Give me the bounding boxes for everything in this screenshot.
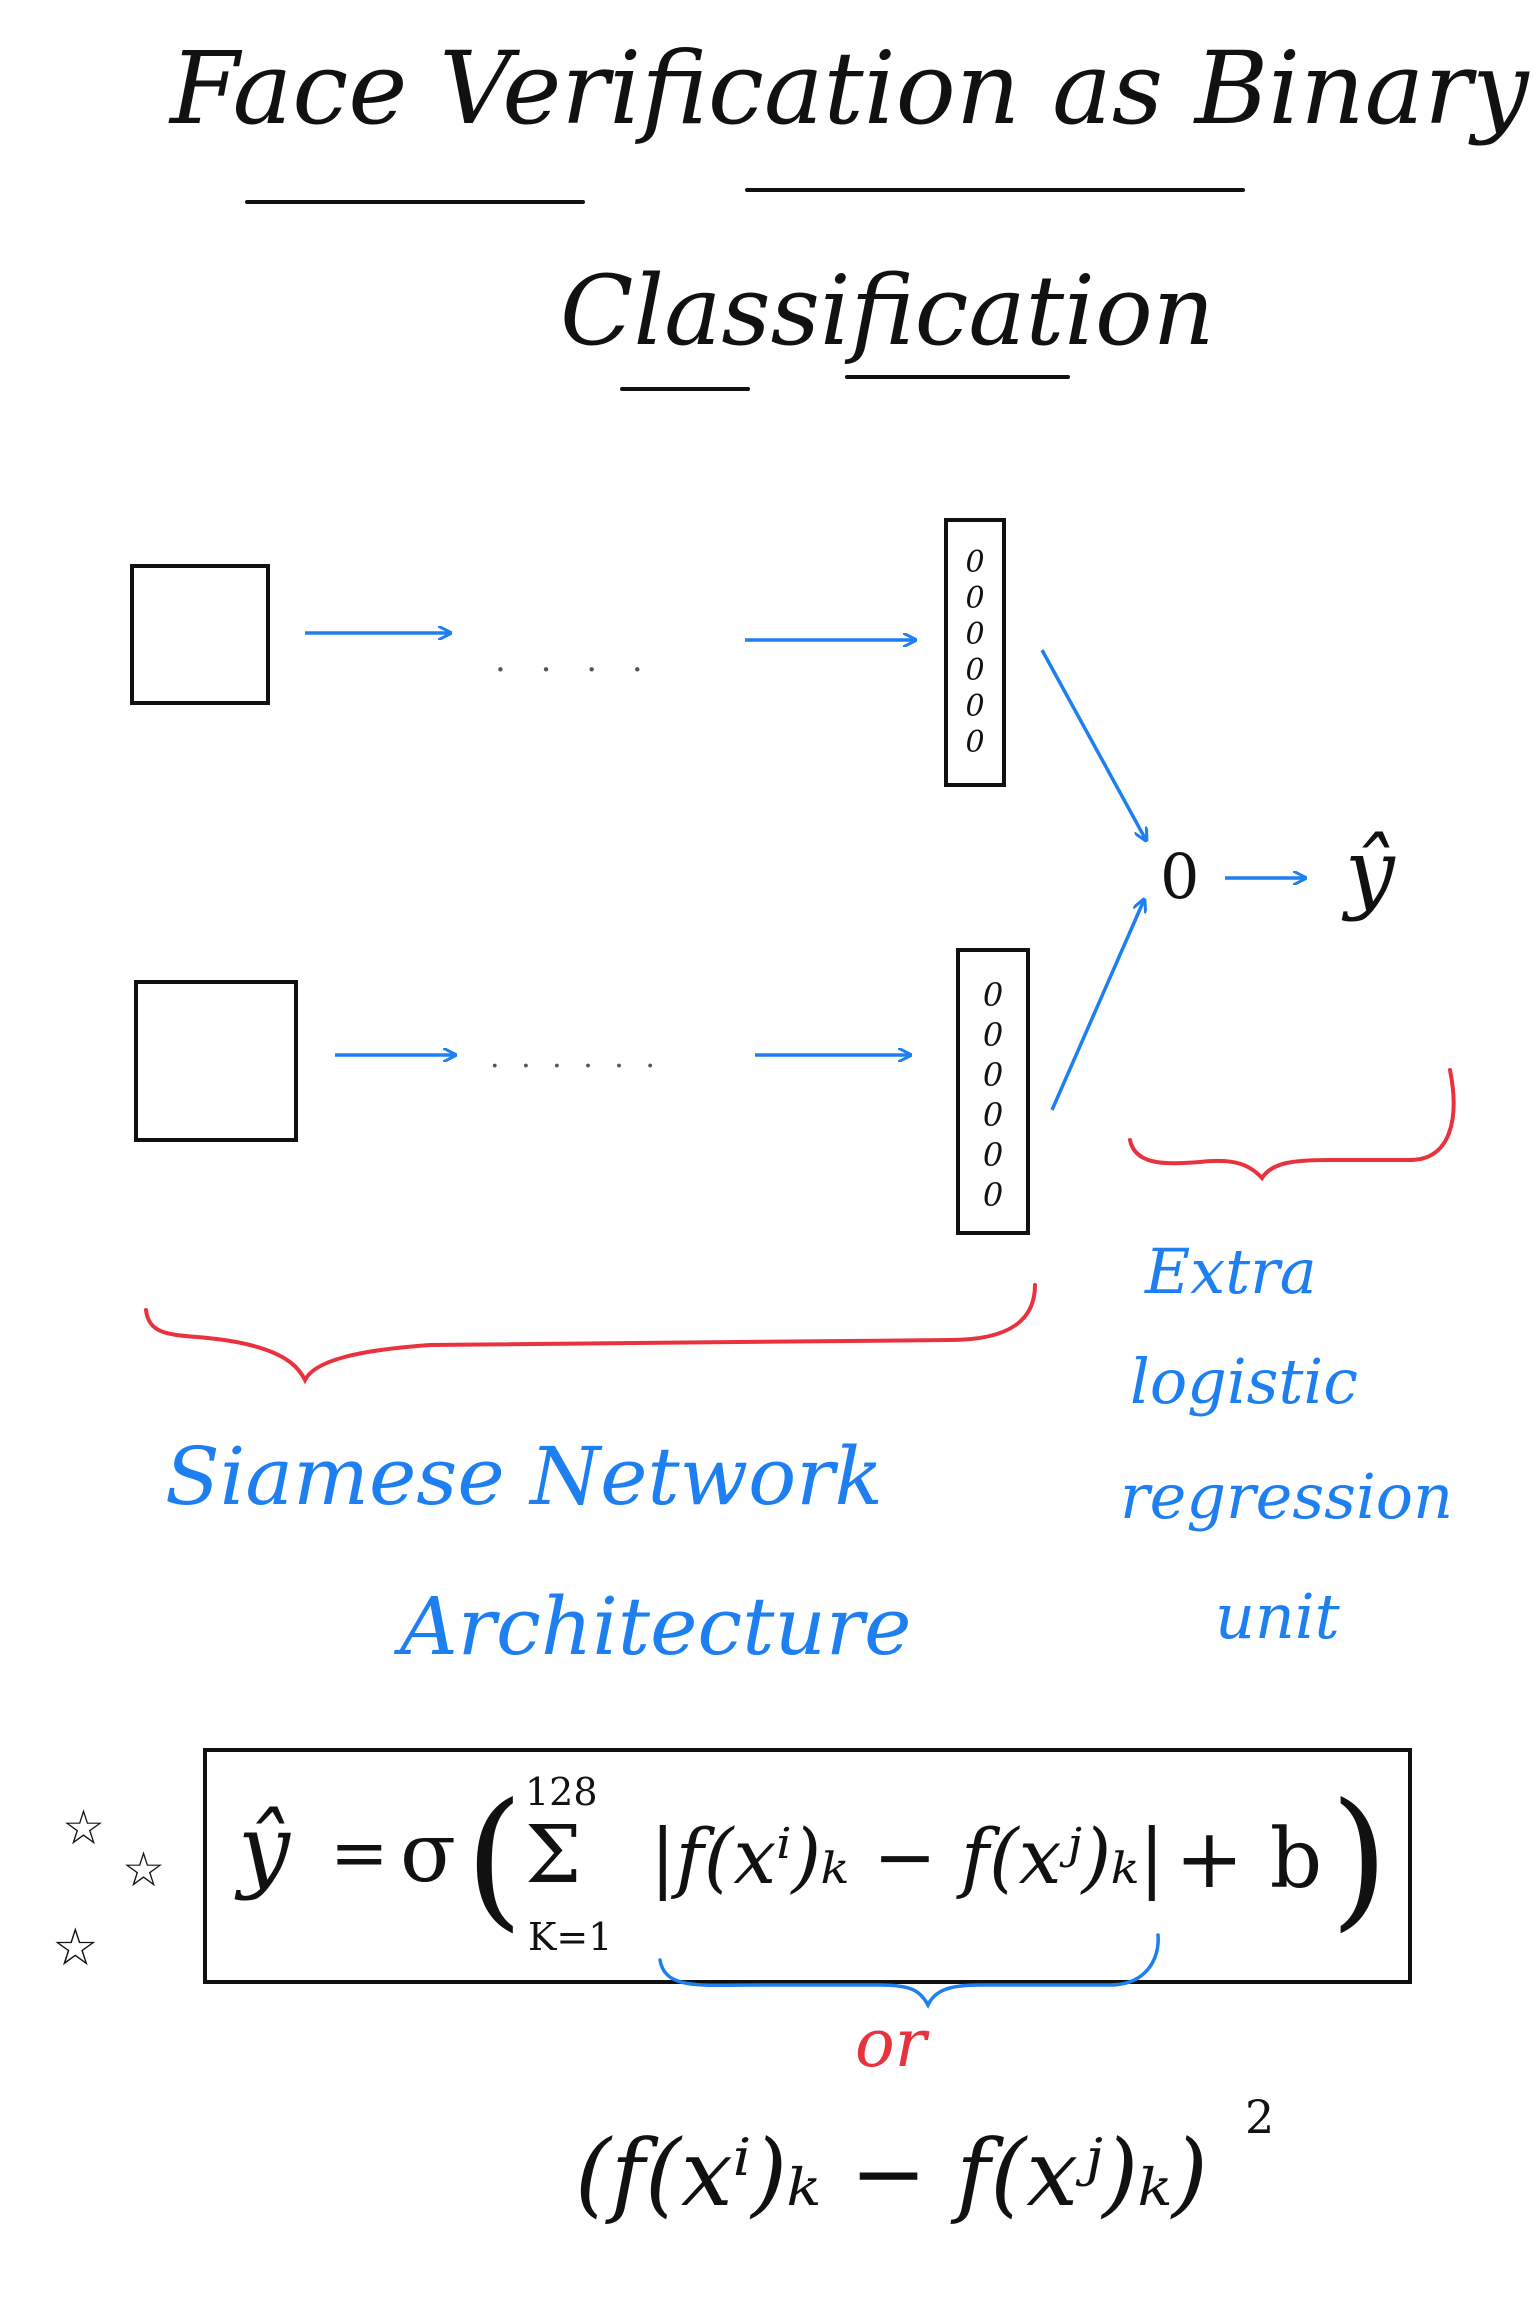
- title-underline-verification: [745, 188, 1245, 192]
- node: 0: [965, 581, 985, 616]
- label-siamese-line1: Siamese Network: [165, 1430, 883, 1523]
- brace-abs-term: [658, 1933, 1160, 2009]
- brace-logistic: [1128, 1068, 1456, 1182]
- title-underline-ification: [845, 375, 1070, 379]
- alternative-exponent: 2: [1245, 2090, 1275, 2144]
- formula-equals: =: [330, 1812, 389, 1894]
- arrow-top-to-output: [1040, 649, 1146, 840]
- star-icon: ☆: [122, 1842, 166, 1898]
- node: 0: [965, 725, 985, 760]
- formula-sum-lower: K=1: [528, 1915, 613, 1959]
- node: 0: [982, 1096, 1004, 1134]
- label-logistic-line2: logistic: [1130, 1345, 1358, 1418]
- embedding-vector-bottom: [956, 948, 1030, 1235]
- star-icon: ☆: [52, 1918, 99, 1978]
- formula-box: [203, 1748, 1412, 1984]
- node: 0: [982, 976, 1004, 1014]
- brace-siamese: [144, 1283, 1037, 1385]
- label-logistic-line4: unit: [1215, 1580, 1340, 1653]
- star-icon: ☆: [62, 1800, 106, 1856]
- node: 0: [965, 617, 985, 652]
- input-image-top: [130, 564, 270, 705]
- embedding-vector-top: [944, 518, 1006, 787]
- input-image-bottom: [134, 980, 298, 1142]
- node: 0: [965, 545, 985, 580]
- title-line-2: Classification: [560, 255, 1215, 367]
- formula-sigma: σ: [400, 1806, 456, 1901]
- formula-sum-upper: 128: [525, 1770, 598, 1814]
- formula-plus-b: + b: [1175, 1812, 1323, 1907]
- output-node: 0: [1160, 840, 1200, 913]
- node: 0: [982, 1016, 1004, 1054]
- node: 0: [965, 689, 985, 724]
- dots-top: . . . .: [495, 640, 655, 680]
- arrow-bottom-to-output: [1050, 900, 1144, 1111]
- output-yhat: ŷ: [1345, 820, 1395, 923]
- formula-abs-term: |f(xⁱ)ₖ − f(xʲ)ₖ|: [650, 1812, 1165, 1901]
- or-label: or: [855, 2005, 927, 2082]
- title-line-1: Face Verification as Binary: [170, 30, 1529, 147]
- label-logistic-line1: Extra: [1145, 1235, 1317, 1308]
- formula-lhs: ŷ: [238, 1795, 290, 1902]
- node: 0: [965, 653, 985, 688]
- title-underline-class: [620, 387, 750, 391]
- node: 0: [982, 1056, 1004, 1094]
- formula-sum-symbol: Σ: [525, 1808, 582, 1901]
- formula-close-paren: ): [1330, 1772, 1389, 1946]
- title-underline-face: [245, 200, 585, 204]
- formula-open-paren: (: [465, 1772, 524, 1946]
- embedding-nodes-top: 0 0 0 0 0 0: [954, 545, 996, 761]
- label-siamese-line2: Architecture: [400, 1580, 912, 1673]
- alternative-expression: (f(xⁱ)ₖ − f(xʲ)ₖ): [575, 2120, 1208, 2227]
- label-logistic-line3: regression: [1120, 1460, 1454, 1533]
- node: 0: [982, 1176, 1004, 1214]
- embedding-nodes-bottom: 0 0 0 0 0 0: [968, 975, 1018, 1215]
- dots-bottom: . . . . . .: [490, 1040, 661, 1075]
- node: 0: [982, 1136, 1004, 1174]
